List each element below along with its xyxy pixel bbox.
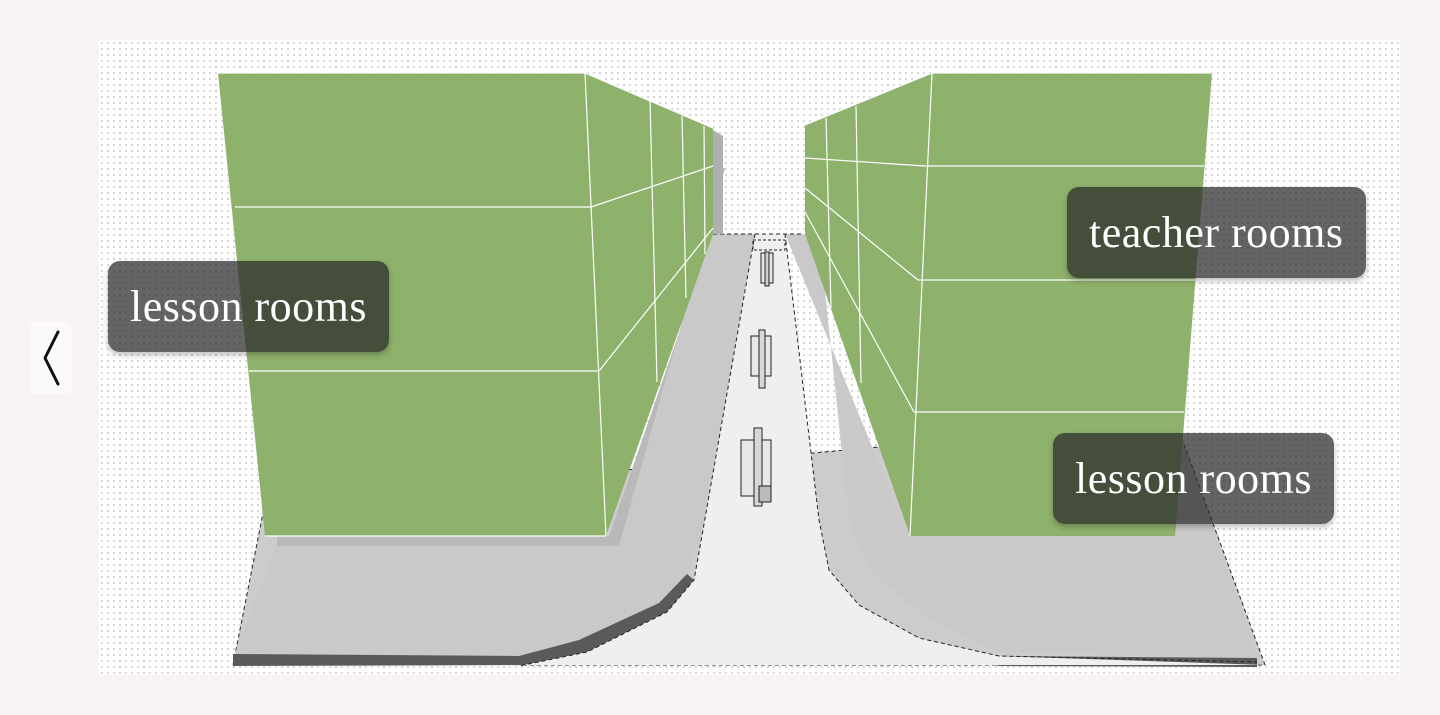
perspective-scene xyxy=(218,72,1266,667)
chevron-left-icon xyxy=(43,330,60,386)
school-corridor-diagram xyxy=(99,40,1400,675)
teacher-rooms-label: teacher rooms xyxy=(1067,187,1366,278)
path-edge-right xyxy=(784,233,1258,663)
left-pavement xyxy=(233,234,755,660)
lesson-rooms-label-left: lesson rooms xyxy=(108,261,389,352)
previous-slide-button[interactable] xyxy=(30,322,72,394)
left-building-front xyxy=(218,73,606,536)
path-edge-left xyxy=(518,233,756,667)
lesson-rooms-label-right: lesson rooms xyxy=(1053,433,1334,524)
left-pavement-shadow xyxy=(233,574,694,666)
left-building-grid xyxy=(218,72,714,537)
corridor-furniture xyxy=(740,239,786,507)
left-building-side xyxy=(585,73,713,536)
right-building-grid xyxy=(804,72,1212,537)
right-building-side xyxy=(805,73,932,536)
right-pavement xyxy=(785,234,1259,658)
